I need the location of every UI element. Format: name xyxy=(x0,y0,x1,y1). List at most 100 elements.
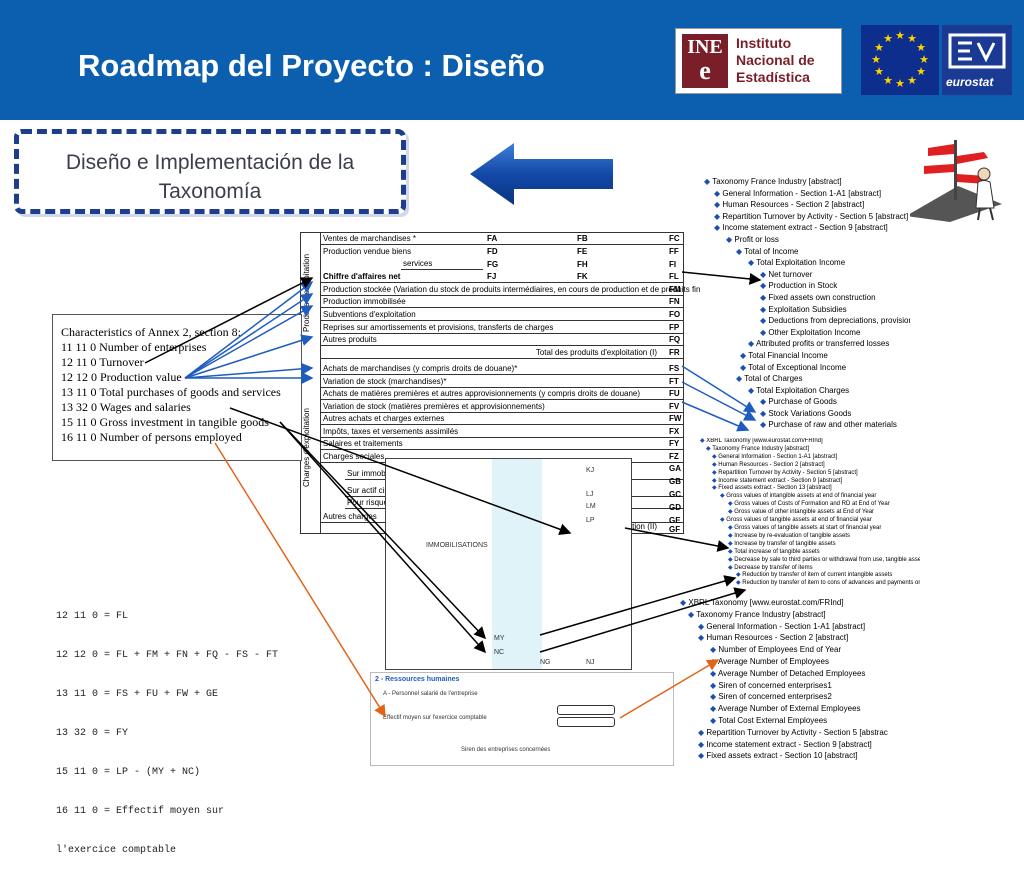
immobilisations-form: IMMOBILISATIONS KJ LJ LM LP MY NC NG NJ xyxy=(385,458,632,670)
tree-node[interactable]: Other Exploitation Income xyxy=(700,327,910,339)
tree-node[interactable]: Human Resources - Section 2 [abstract] xyxy=(676,632,908,644)
form-code: FG xyxy=(487,260,499,269)
tree-node[interactable]: Exploitation Subsidies xyxy=(700,304,910,316)
callout-line1: Diseño e Implementación de la xyxy=(65,151,355,174)
tree-node[interactable]: Stock Variations Goods xyxy=(700,408,910,420)
tree-node[interactable]: Total Exploitation Charges xyxy=(700,385,910,397)
tree-node[interactable]: Siren of concerned enterprises2 xyxy=(676,691,908,703)
tree-node[interactable]: Number of Employees End of Year xyxy=(676,644,908,656)
tree-node[interactable]: Total Cost External Employees xyxy=(676,715,908,727)
tree-node[interactable]: Repartition Turnover by Activity - Secti… xyxy=(676,727,908,739)
tree-node[interactable]: Total Financial Income xyxy=(700,350,910,362)
eu-stars-icon: ★★★ ★★★ ★★★ ★★★ xyxy=(871,29,929,90)
tree-node[interactable]: Fixed assets extract - Section 10 [abstr… xyxy=(676,750,908,762)
tree-node[interactable]: General Information - Section 1-A1 [abst… xyxy=(676,621,908,633)
tree-node[interactable]: Total of Exceptional Income xyxy=(700,362,910,374)
form-row: Impôts, taxes et versements assimilés xyxy=(321,426,683,438)
tree-node[interactable]: Gross values of tangible assets at start… xyxy=(698,525,920,533)
ine-mark-top: INE xyxy=(687,36,723,58)
tree-node[interactable]: Income statement extract - Section 9 [ab… xyxy=(698,478,920,486)
tree-node[interactable]: Total Exploitation Income xyxy=(700,257,910,269)
form-code: FT xyxy=(669,377,679,386)
tree-node[interactable]: Increase by re-evaluation of tangible as… xyxy=(698,533,920,541)
tree-node[interactable]: General Information - Section 1-A1 [abst… xyxy=(700,188,910,200)
form-row: Production vendue biens xyxy=(323,247,412,256)
tree-node[interactable]: Gross values of tangible assets at end o… xyxy=(698,517,920,525)
formula-line: 13 11 0 = FS + FU + FW + GE xyxy=(56,689,219,700)
tree-node[interactable]: Increase by transfer of tangible assets xyxy=(698,541,920,549)
tree-node[interactable]: Human Resources - Section 2 [abstract] xyxy=(698,462,920,470)
tree-node[interactable]: Human Resources - Section 2 [abstract] xyxy=(700,199,910,211)
tree-node[interactable]: Production in Stock xyxy=(700,280,910,292)
svg-text:★: ★ xyxy=(874,65,884,78)
form-row: Variation de stock (marchandises)* xyxy=(321,376,683,388)
form-code: FJ xyxy=(487,272,497,281)
tree-node[interactable]: XBRL Taxonomy [www.eurostat.com/FRInd] xyxy=(676,597,908,609)
hr-line: Siren des entreprises concernées xyxy=(461,747,551,753)
tree-node[interactable]: Taxonomy France Industry [abstract] xyxy=(700,176,910,188)
tree-node[interactable]: General Information - Section 1-A1 [abst… xyxy=(698,454,920,462)
tree-node[interactable]: Fixed assets own construction xyxy=(700,292,910,304)
form-row: Achats de marchandises (y compris droits… xyxy=(321,363,683,375)
form-divider xyxy=(320,233,321,533)
tree-node[interactable]: Reduction by transfer of item of current… xyxy=(698,572,920,580)
tree-node[interactable]: Decrease by sale to third parties or wit… xyxy=(698,557,920,565)
tree-node[interactable]: Income statement extract - Section 9 [ab… xyxy=(700,222,910,234)
eu-flag-logo: ★★★ ★★★ ★★★ ★★★ xyxy=(861,25,939,95)
tree-node[interactable]: Average Number of External Employees xyxy=(676,703,908,715)
svg-text:★: ★ xyxy=(919,53,929,66)
form-row: Achats de matières premières et autres a… xyxy=(321,388,683,400)
form-code: FE xyxy=(577,247,588,256)
small-form-code: KJ xyxy=(586,467,595,474)
tree-node[interactable]: Gross values of Costs of Formation and R… xyxy=(698,501,920,509)
small-form-heading: IMMOBILISATIONS xyxy=(426,542,488,549)
form-code: FR xyxy=(669,348,680,357)
tree-node[interactable]: Deductions from depreciations, provision… xyxy=(700,315,910,327)
hr-line: Effectif moyen sur l'exercice comptable xyxy=(383,715,487,721)
tree-node[interactable]: Attributed profits or transferred losses xyxy=(700,338,910,350)
annex-item: 15 11 0 Gross investment in tangible goo… xyxy=(61,415,269,429)
tree-node[interactable]: Total increase of tangible assets xyxy=(698,549,920,557)
form-row: Chiffre d'affaires net xyxy=(321,271,683,283)
annex-item: 13 11 0 Total purchases of goods and ser… xyxy=(61,385,281,399)
tree-node[interactable]: Siren of concerned enterprises1 xyxy=(676,680,908,692)
tree-node[interactable]: XBRL Taxonomy [www.eurostat.com/FRInd] xyxy=(698,438,920,446)
small-form-code: LM xyxy=(586,503,596,510)
tree-node[interactable]: Fixed assets extract - Section 13 [abstr… xyxy=(698,485,920,493)
svg-text:★: ★ xyxy=(916,41,926,54)
tree-node[interactable]: Net turnover xyxy=(700,269,910,281)
form-code: FF xyxy=(669,247,679,256)
ine-mark-bottom: e xyxy=(699,56,711,85)
tree-node[interactable]: Average Number of Detached Employees xyxy=(676,668,908,680)
tree-node[interactable]: Repartition Turnover by Activity - Secti… xyxy=(700,211,910,223)
form-row: Production stockée (Variation du stock d… xyxy=(321,285,709,296)
form-code: FU xyxy=(669,389,680,398)
tree-node[interactable]: Income statement extract - Section 9 [ab… xyxy=(676,739,908,751)
slide-header xyxy=(0,0,1024,120)
form-code: GA xyxy=(669,464,681,473)
tree-node[interactable]: Taxonomy France Industry [abstract] xyxy=(698,446,920,454)
svg-text:★: ★ xyxy=(916,65,926,78)
tree-node[interactable]: Reduction by transfer of item to cons of… xyxy=(698,580,920,588)
form-code: FS xyxy=(669,364,680,373)
tree-node[interactable]: Total of Charges xyxy=(700,373,910,385)
tree-node[interactable]: Decrease by transfer of items xyxy=(698,565,920,573)
form-code: FH xyxy=(577,260,588,269)
tree-node[interactable]: Gross value of other intangible assets a… xyxy=(698,509,920,517)
tree-node[interactable]: Purchase of Goods xyxy=(700,396,910,408)
svg-text:★: ★ xyxy=(895,77,905,90)
ine-line1: Instituto xyxy=(736,35,792,51)
form-row: Ventes de marchandises * xyxy=(321,233,683,245)
tree-node[interactable]: Purchase of raw and other materials xyxy=(700,419,910,431)
tree-node[interactable]: Profit or loss xyxy=(700,234,910,246)
person-signpost-icon xyxy=(906,140,1002,222)
eurostat-wordmark: eurostat xyxy=(946,75,994,89)
tree-node[interactable]: Repartition Turnover by Activity - Secti… xyxy=(698,470,920,478)
tree-node[interactable]: Taxonomy France Industry [abstract] xyxy=(676,609,908,621)
tree-node[interactable]: Average Number of Employees xyxy=(676,656,908,668)
svg-text:★: ★ xyxy=(907,32,917,45)
tree-node[interactable]: Gross values of intangible assets at end… xyxy=(698,493,920,501)
taxonomy-tree-top: Taxonomy France Industry [abstract]Gener… xyxy=(700,176,910,438)
tree-node[interactable]: Total of Income xyxy=(700,246,910,258)
ine-line2: Nacional de xyxy=(736,52,815,68)
